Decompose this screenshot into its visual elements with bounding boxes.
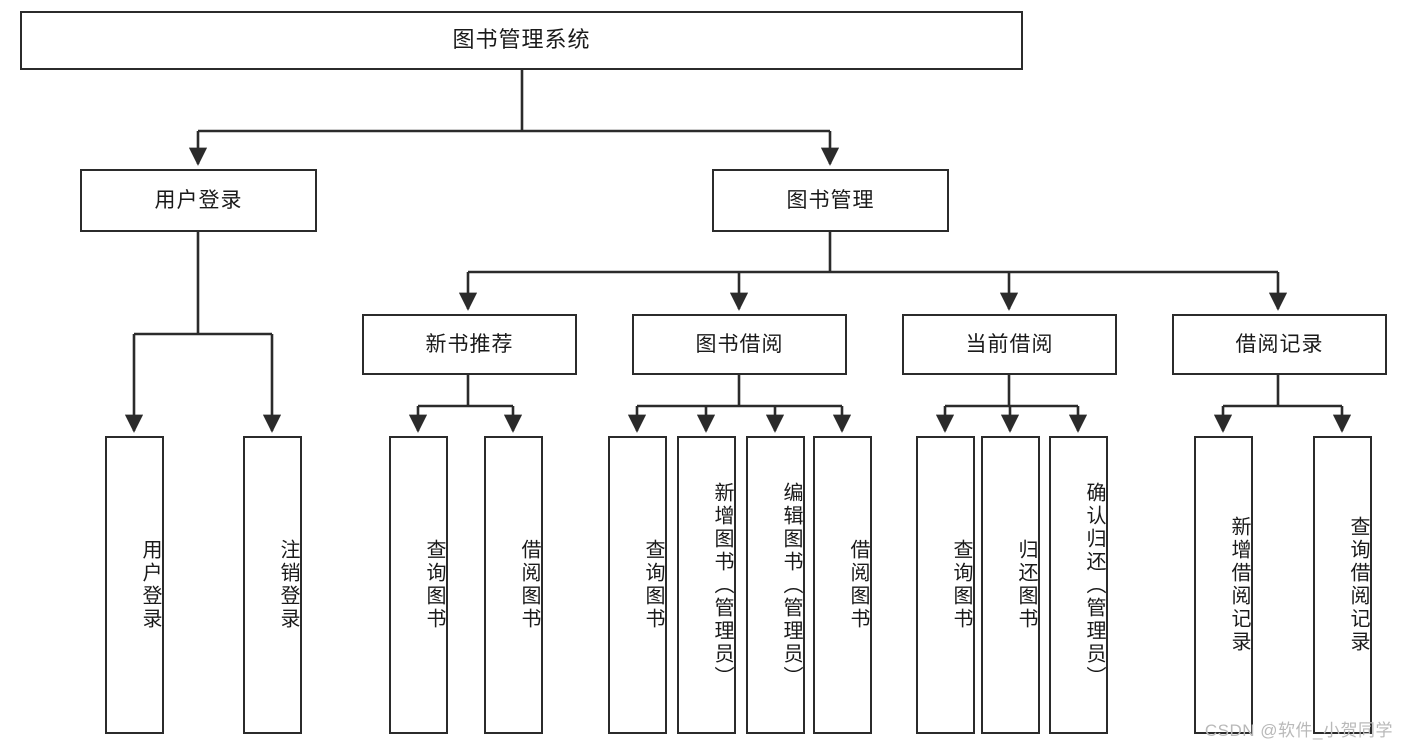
leaf-current-borrow-return[interactable]: 归还图书: [981, 436, 1040, 734]
leaf-book-borrow-query[interactable]: 查询图书: [608, 436, 667, 734]
leaf-current-borrow-confirm[interactable]: 确认归还（管理员）: [1049, 436, 1108, 734]
leaf-book-borrow-add[interactable]: 新增图书（管理员）: [677, 436, 736, 734]
leaf-current-borrow-query[interactable]: 查询图书: [916, 436, 975, 734]
leaf-user-login[interactable]: 用户登录: [105, 436, 164, 734]
node-new-book-recommend[interactable]: 新书推荐: [362, 314, 577, 375]
leaf-borrow-record-search[interactable]: 查询借阅记录: [1313, 436, 1372, 734]
csdn-watermark: CSDN @软件_小贺同学: [1204, 721, 1393, 740]
node-current-borrow[interactable]: 当前借阅: [902, 314, 1117, 375]
node-user-login[interactable]: 用户登录: [80, 169, 317, 232]
leaf-borrow-record-add[interactable]: 新增借阅记录: [1194, 436, 1253, 734]
node-book-manage[interactable]: 图书管理: [712, 169, 949, 232]
node-book-borrow[interactable]: 图书借阅: [632, 314, 847, 375]
leaf-book-borrow-edit[interactable]: 编辑图书（管理员）: [746, 436, 805, 734]
leaf-user-logout[interactable]: 注销登录: [243, 436, 302, 734]
node-root[interactable]: 图书管理系统: [20, 11, 1023, 70]
node-borrow-record[interactable]: 借阅记录: [1172, 314, 1387, 375]
leaf-new-book-query[interactable]: 查询图书: [389, 436, 448, 734]
leaf-book-borrow-do[interactable]: 借阅图书: [813, 436, 872, 734]
leaf-new-book-borrow[interactable]: 借阅图书: [484, 436, 543, 734]
